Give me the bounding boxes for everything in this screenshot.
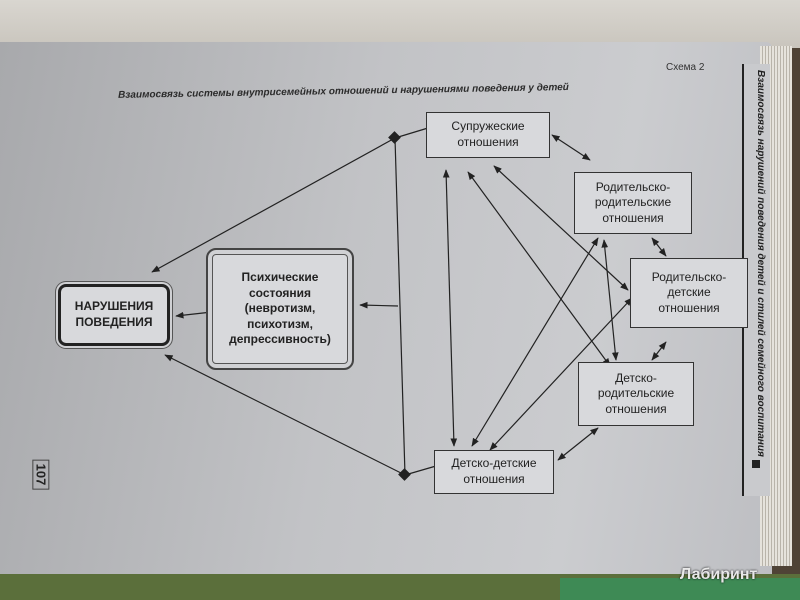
arrow-pc-cp: [651, 341, 667, 361]
arrow-spousal-childchild: [442, 169, 458, 447]
connector-spousal: [394, 127, 429, 139]
arrow-pp-cp: [601, 239, 619, 361]
side-marker: [752, 460, 760, 468]
child-parent-relations-box: Детско- родительские отношения: [578, 362, 694, 426]
watermark-logo: Лабиринт: [680, 566, 758, 583]
connector-childchild: [404, 465, 437, 476]
arrow-top-to-behavior: [151, 137, 396, 273]
background-surface: [0, 574, 800, 600]
parent-child-relations-box: Родительско- детские отношения: [630, 258, 748, 328]
background-cloth: [560, 578, 800, 600]
arrow-pc-cc: [489, 297, 633, 451]
arrow-to-mental: [359, 301, 399, 309]
child-child-relations-box: Детско-детские отношения: [434, 450, 554, 494]
side-running-title: Взаимосвязь нарушений поведения детей и …: [755, 70, 766, 457]
diamond-top: [388, 131, 401, 144]
arrow-cp-cc: [557, 427, 599, 461]
arrow-spousal-parentparent: [551, 134, 591, 161]
mental-states-box: Психические состояния (невротизм, психот…: [206, 248, 354, 370]
parent-parent-relations-box: Родительско- родительские отношения: [574, 172, 692, 234]
previous-page-edge: [0, 0, 800, 48]
diamond-bottom: [398, 468, 411, 481]
arrow-pp-pc: [651, 237, 667, 257]
collector-line: [394, 137, 406, 476]
behavior-disorders-box: НАРУШЕНИЯ ПОВЕДЕНИЯ: [58, 284, 170, 346]
scheme-label: Схема 2: [666, 62, 705, 73]
spousal-relations-box: Супружеские отношения: [426, 112, 550, 158]
arrow-bottom-to-behavior: [164, 354, 406, 476]
